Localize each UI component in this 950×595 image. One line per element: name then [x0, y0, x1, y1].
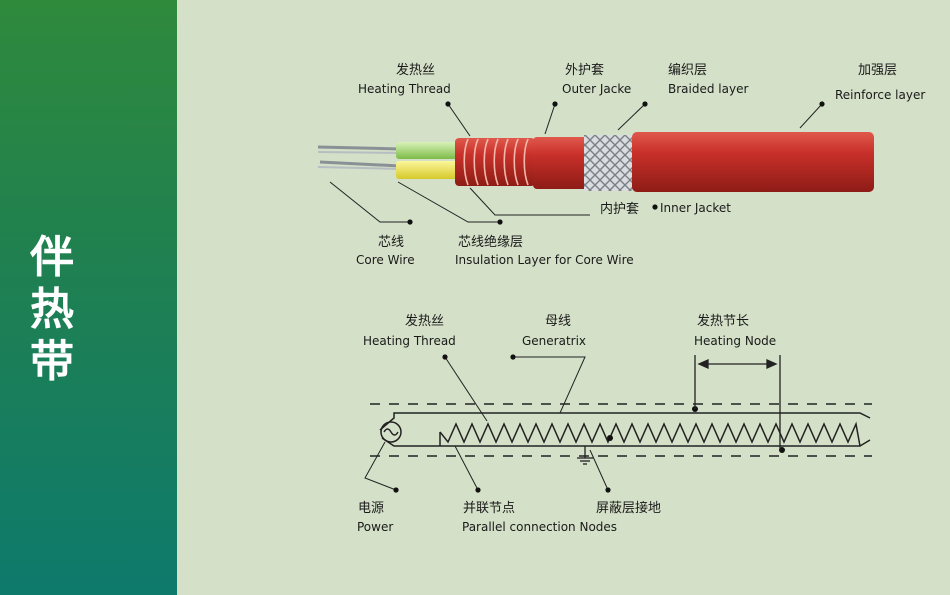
label-heating-thread-zh: 发热丝	[396, 62, 435, 78]
insulation-yellow	[396, 161, 458, 179]
circuit-leader-lines	[364, 356, 609, 491]
label-core-wire-zh: 芯线	[378, 235, 404, 250]
label-core-wire-en: Core Wire	[356, 253, 415, 267]
sidebar-title-char-3: 带	[30, 336, 74, 387]
core-wire-strands	[317, 145, 401, 170]
label-reinforce-layer-zh: 加强层	[858, 63, 897, 78]
sidebar-panel: 伴 热 带	[0, 0, 177, 595]
label-heating-node-zh: 发热节长	[697, 313, 749, 329]
label-braided-layer-zh: 编织层	[668, 63, 707, 78]
label-circuit-heating-thread-zh: 发热丝	[405, 313, 444, 329]
label-ground-zh: 屏蔽层接地	[596, 500, 661, 516]
sidebar-title: 伴 热 带	[24, 232, 80, 388]
cable-label-dots	[407, 101, 825, 225]
label-braided-layer-en: Braided layer	[668, 82, 748, 96]
circuit-diagram	[370, 355, 872, 465]
braided-layer	[584, 135, 636, 191]
label-power-en: Power	[357, 520, 393, 534]
circuit-label-dots	[393, 354, 611, 493]
label-generatrix-en: Generatrix	[522, 334, 586, 348]
cable-leader-lines	[329, 103, 823, 223]
label-heating-thread-en: Heating Thread	[358, 82, 451, 96]
outer-jacket-segment	[533, 137, 588, 189]
sidebar-title-char-1: 伴	[30, 232, 74, 283]
label-outer-jacket-en: Outer Jacke	[562, 82, 631, 96]
shield-dashed-lines	[370, 403, 872, 457]
heating-zigzag	[439, 421, 861, 447]
label-inner-jacket-en: Inner Jacket	[660, 201, 731, 215]
label-inner-jacket-zh: 内护套	[600, 201, 639, 217]
power-source-icon	[380, 421, 402, 443]
label-insulation-zh: 芯线绝缘层	[458, 234, 523, 250]
reinforce-layer	[632, 132, 874, 192]
insulation-green	[396, 142, 458, 159]
label-circuit-heating-thread-en: Heating Thread	[363, 334, 456, 348]
label-reinforce-layer-en: Reinforce layer	[835, 88, 925, 102]
label-power-zh: 电源	[358, 501, 384, 516]
label-parallel-nodes-en: Parallel connection Nodes	[462, 520, 617, 534]
heating-thread-spiral	[463, 138, 529, 186]
label-heating-node-en: Heating Node	[694, 334, 776, 348]
label-insulation-en: Insulation Layer for Core Wire	[455, 253, 634, 267]
ground-icon	[577, 446, 593, 465]
sidebar-title-char-2: 热	[30, 284, 74, 335]
label-parallel-nodes-zh: 并联节点	[463, 501, 515, 516]
label-generatrix-zh: 母线	[545, 314, 571, 329]
label-outer-jacket-zh: 外护套	[565, 62, 604, 78]
cable-illustration	[317, 132, 874, 192]
heating-node-dimension	[694, 355, 781, 450]
